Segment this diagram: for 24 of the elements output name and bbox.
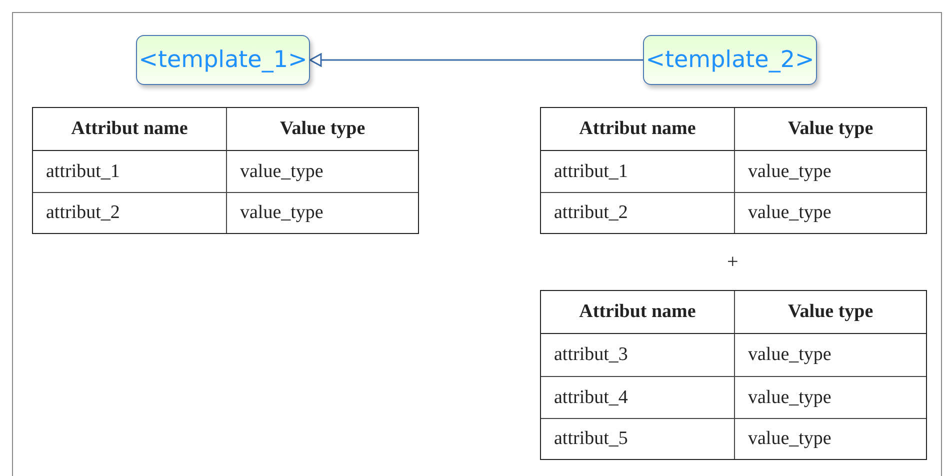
template-box: <template_2>: [643, 35, 817, 85]
column-header: Attribut name: [541, 291, 735, 334]
column-header: Attribut name: [541, 108, 735, 151]
value-type-text: value_type: [735, 376, 926, 418]
column-header: Value type: [735, 108, 926, 151]
attribute-name: attribut_2: [541, 192, 735, 233]
value-type-text: value_type: [735, 192, 926, 233]
value-type-text: value_type: [735, 418, 926, 459]
column-header: Attribut name: [33, 108, 227, 151]
template-box: <template_1>: [136, 35, 310, 85]
attribute-name: attribut_3: [541, 334, 735, 376]
value-type-text: value_type: [747, 343, 832, 367]
attribute-name: attribut_2: [33, 192, 227, 233]
column-header: Value type: [735, 291, 926, 334]
attribute-name: attribut_5: [541, 418, 735, 459]
attribute-name: attribut_1: [33, 151, 227, 192]
inheritance-arrow: [309, 53, 643, 67]
plus-sign: +: [727, 251, 738, 274]
column-header: Value type: [227, 108, 418, 151]
value-type-text: value_type: [747, 160, 832, 184]
attribute-name: attribut_1: [541, 151, 735, 192]
value-type-text: value_type: [227, 192, 418, 233]
value-type-text: value_type: [239, 160, 324, 184]
attribute-name: attribut_4: [541, 376, 735, 418]
